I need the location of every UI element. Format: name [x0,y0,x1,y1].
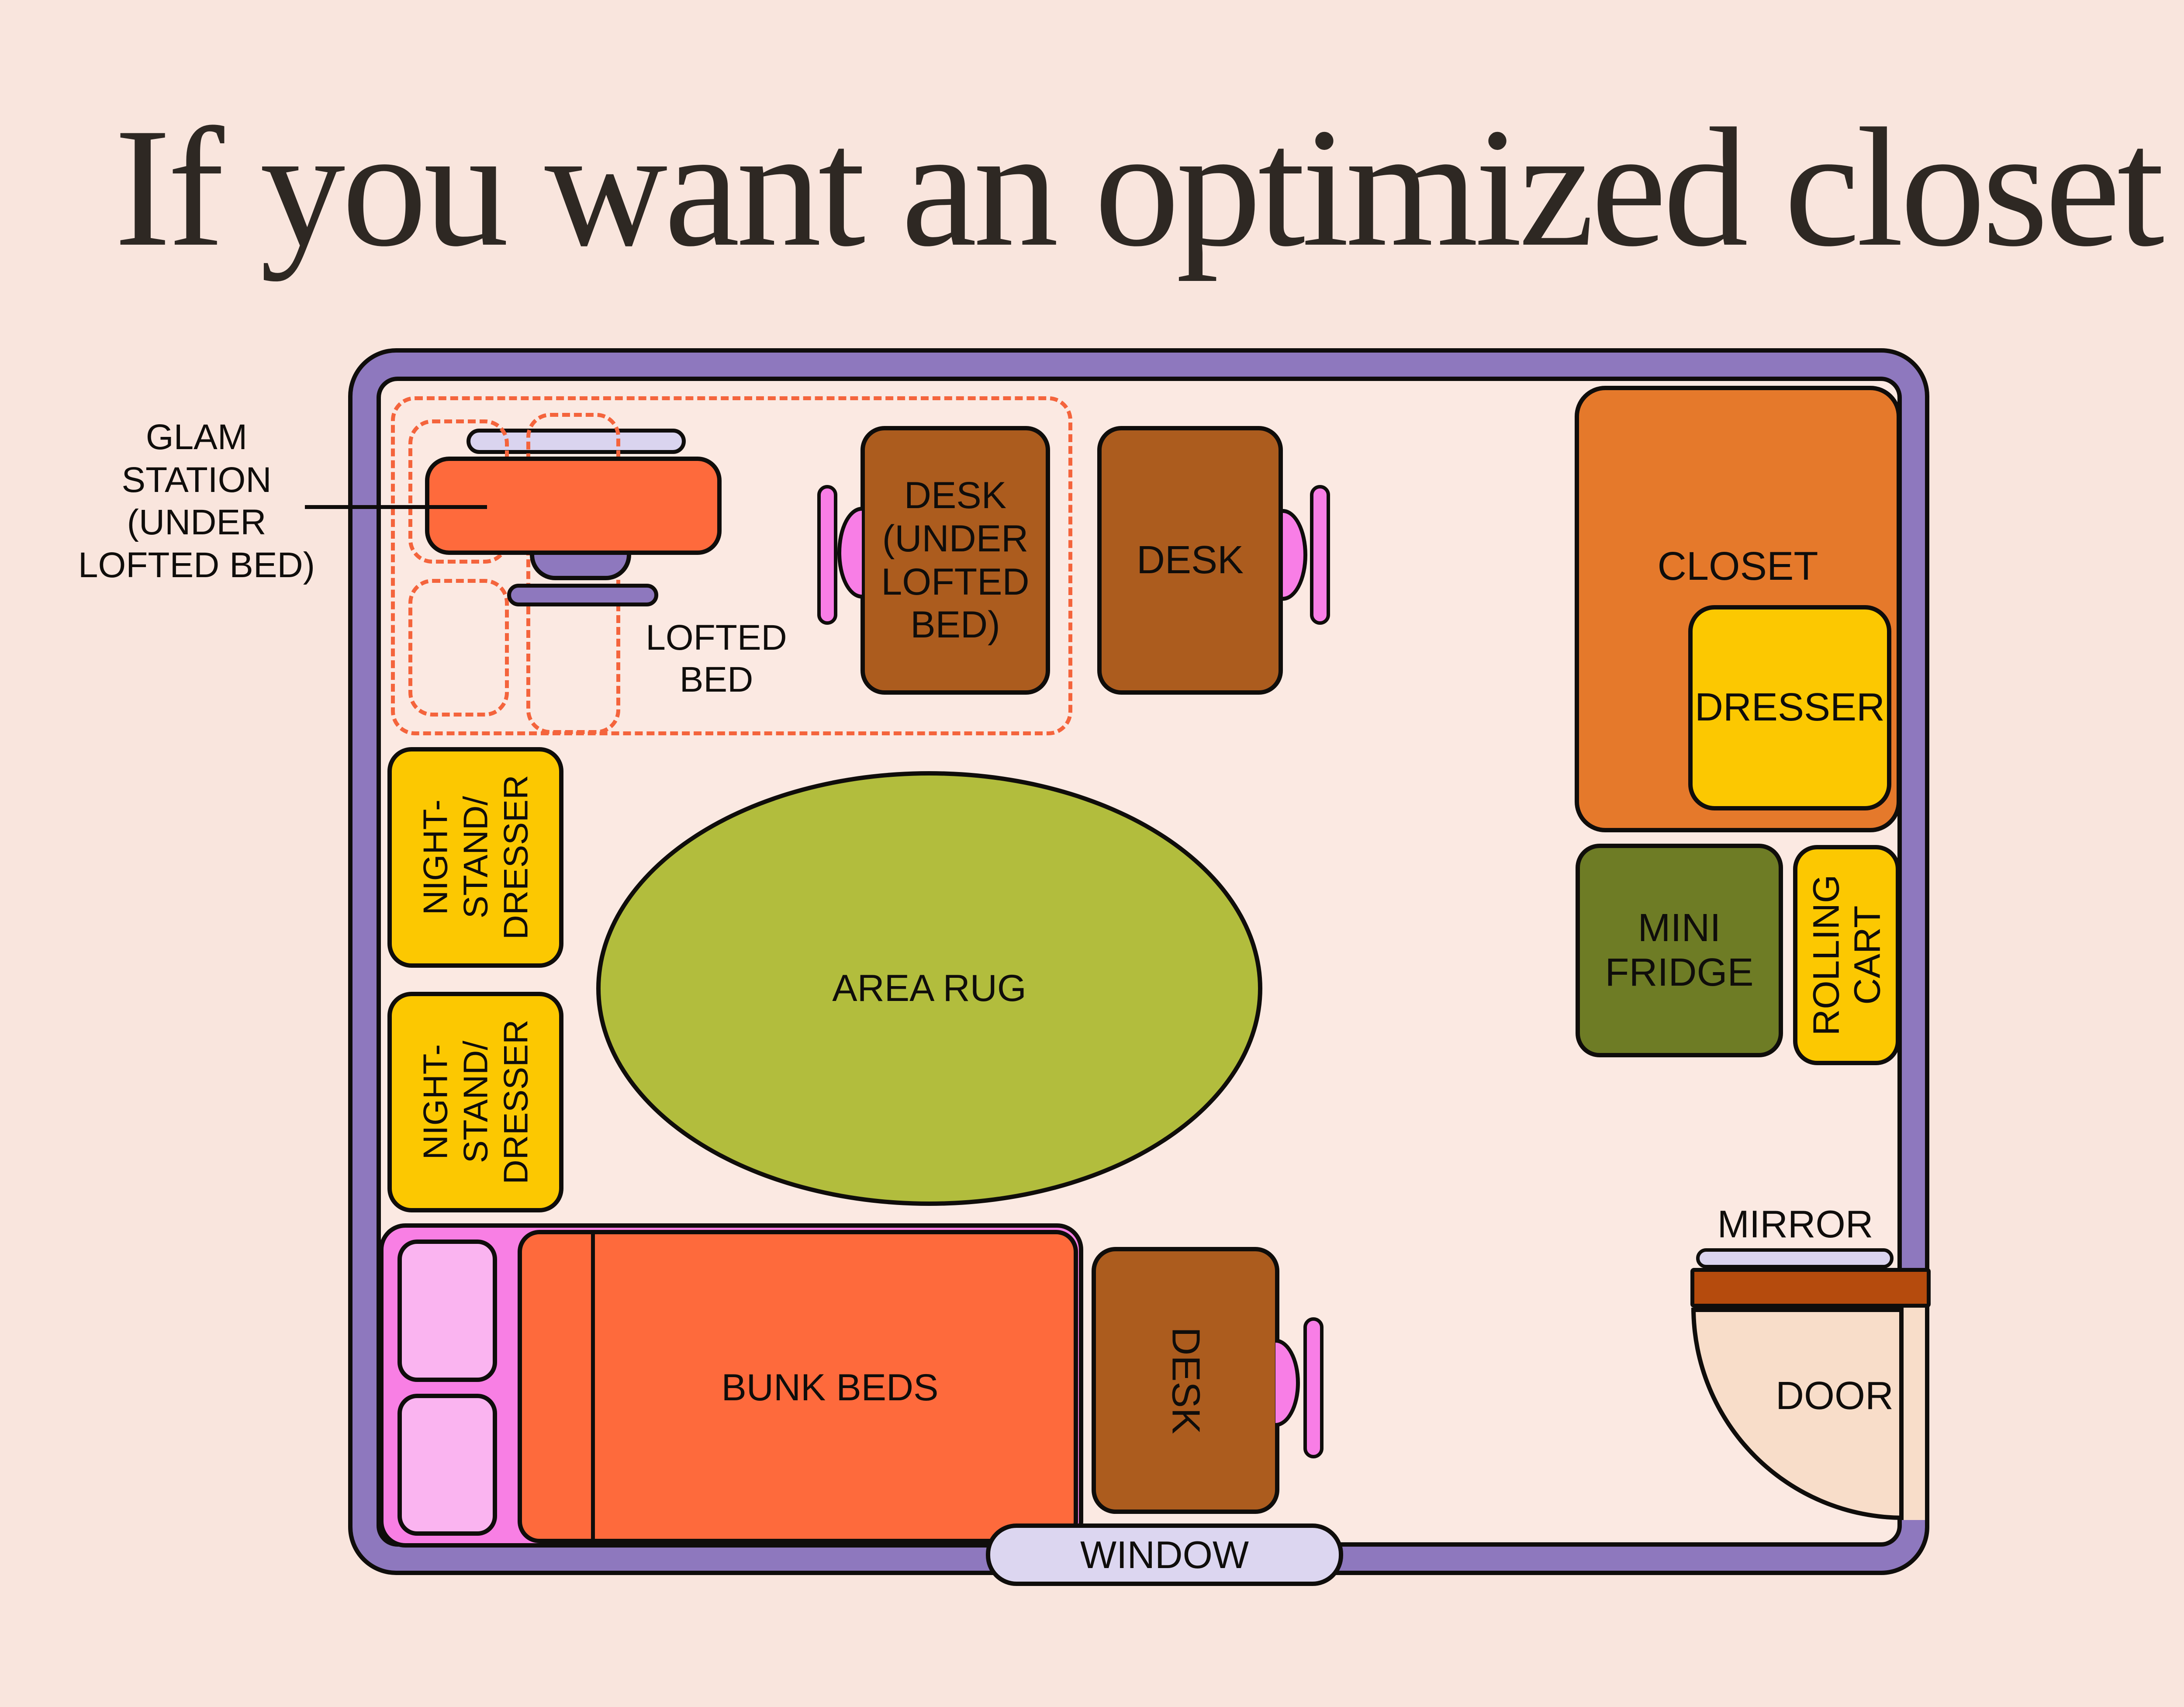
bunk-pillow-bottom [397,1394,497,1536]
mirror-label: MIRROR [1717,1202,1873,1246]
desk-under-lofted-bed: DESK (UNDER LOFTED BED) [860,426,1050,695]
nightstand-dresser-2: NIGHT- STAND/ DRESSER [387,992,563,1212]
desk-chair-1-back [817,485,837,625]
glam-station-label: GLAM STATION (UNDER LOFTED BED) [78,417,315,585]
nightstand-dresser-1: NIGHT- STAND/ DRESSER [387,747,563,968]
desk-top-label: DESK [1136,538,1244,582]
lofted-bed-shelf-outline-2 [408,579,509,717]
glam-station-stool-back [507,584,658,606]
desk-under-lofted-bed-label: DESK (UNDER LOFTED BED) [881,474,1030,646]
bunk-blanket [518,1230,1078,1543]
page-title: If you want an optimized closet [114,93,2165,282]
window: WINDOW [986,1523,1343,1586]
nightstand-dresser-1-label: NIGHT- STAND/ DRESSER [416,775,535,940]
door-label: DOOR [1776,1374,1894,1418]
closet-label: CLOSET [1657,544,1818,589]
desk-chair-3-back [1303,1317,1324,1458]
area-rug: AREA RUG [596,771,1262,1206]
rolling-cart: ROLLING CART [1793,845,1900,1065]
mini-fridge-label: MINI FRIDGE [1605,906,1754,994]
nightstand-dresser-2-label: NIGHT- STAND/ DRESSER [416,1019,535,1185]
lofted-bed-label: LOFTED BED [646,618,787,699]
mirror-bar [1696,1248,1894,1268]
mini-fridge: MINI FRIDGE [1576,844,1783,1057]
door-wall-gap [1902,1308,1929,1520]
rolling-cart-label: ROLLING CART [1805,874,1888,1036]
door-header [1690,1268,1931,1308]
desk-chair-2-back [1310,485,1330,625]
window-label: WINDOW [1080,1533,1249,1576]
bunk-pillow-top [397,1240,497,1382]
dresser-label: DRESSER [1694,686,1885,730]
dresser: DRESSER [1688,605,1891,810]
desk-bottom-label: DESK [1164,1326,1208,1434]
bunk-beds-label: BUNK BEDS [721,1367,939,1409]
bunk-blanket-fold-line [591,1233,595,1540]
lofted-bed-footprint-outline [391,396,1072,735]
glam-station-stool-seat [530,555,631,580]
desk-bottom: DESK [1092,1247,1279,1514]
desk-top: DESK [1097,426,1283,695]
glam-station-leader-line [305,505,487,509]
area-rug-label: AREA RUG [832,967,1026,1009]
